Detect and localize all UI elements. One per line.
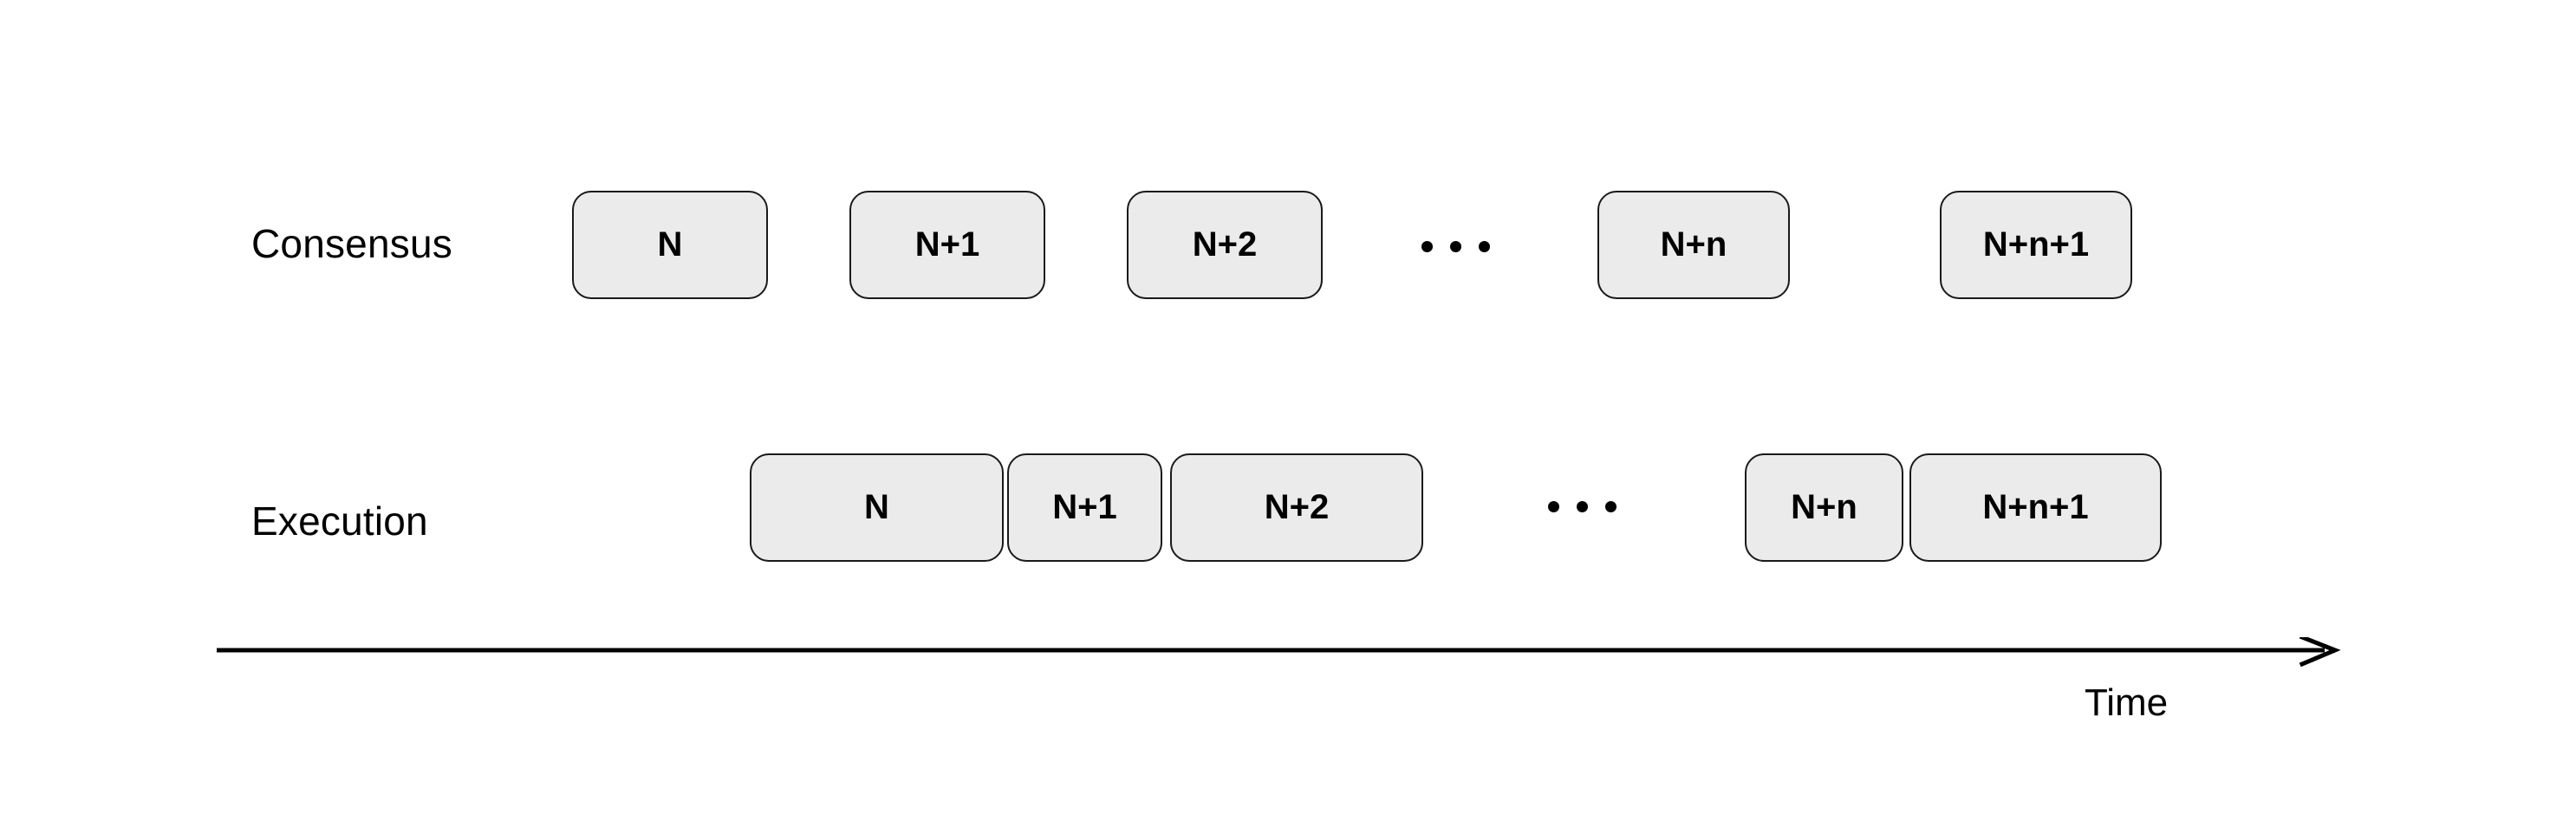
consensus-block-n-plus-n[interactable]: N+n xyxy=(1597,191,1790,299)
ellipsis-dot xyxy=(1450,241,1461,252)
ellipsis-dot xyxy=(1548,501,1559,512)
execution-block-n[interactable]: N xyxy=(750,453,1004,562)
time-axis-arrow-icon xyxy=(217,637,2341,667)
consensus-ellipsis-icon xyxy=(1421,241,1490,252)
execution-ellipsis-icon xyxy=(1548,501,1617,512)
row-label-consensus: Consensus xyxy=(251,221,452,266)
axis-label-time: Time xyxy=(2085,681,2169,724)
ellipsis-dot xyxy=(1577,501,1588,512)
ellipsis-dot xyxy=(1605,501,1617,512)
consensus-block-n[interactable]: N xyxy=(572,191,768,299)
ellipsis-dot xyxy=(1421,241,1433,252)
consensus-block-n-plus-n-plus-1[interactable]: N+n+1 xyxy=(1940,191,2132,299)
consensus-block-n-plus-2[interactable]: N+2 xyxy=(1127,191,1323,299)
execution-block-n-plus-2[interactable]: N+2 xyxy=(1170,453,1423,562)
row-label-execution: Execution xyxy=(251,498,428,544)
execution-block-n-plus-n-plus-1[interactable]: N+n+1 xyxy=(1909,453,2162,562)
execution-block-n-plus-n[interactable]: N+n xyxy=(1745,453,1903,562)
execution-block-n-plus-1[interactable]: N+1 xyxy=(1007,453,1162,562)
consensus-block-n-plus-1[interactable]: N+1 xyxy=(849,191,1045,299)
ellipsis-dot xyxy=(1479,241,1490,252)
